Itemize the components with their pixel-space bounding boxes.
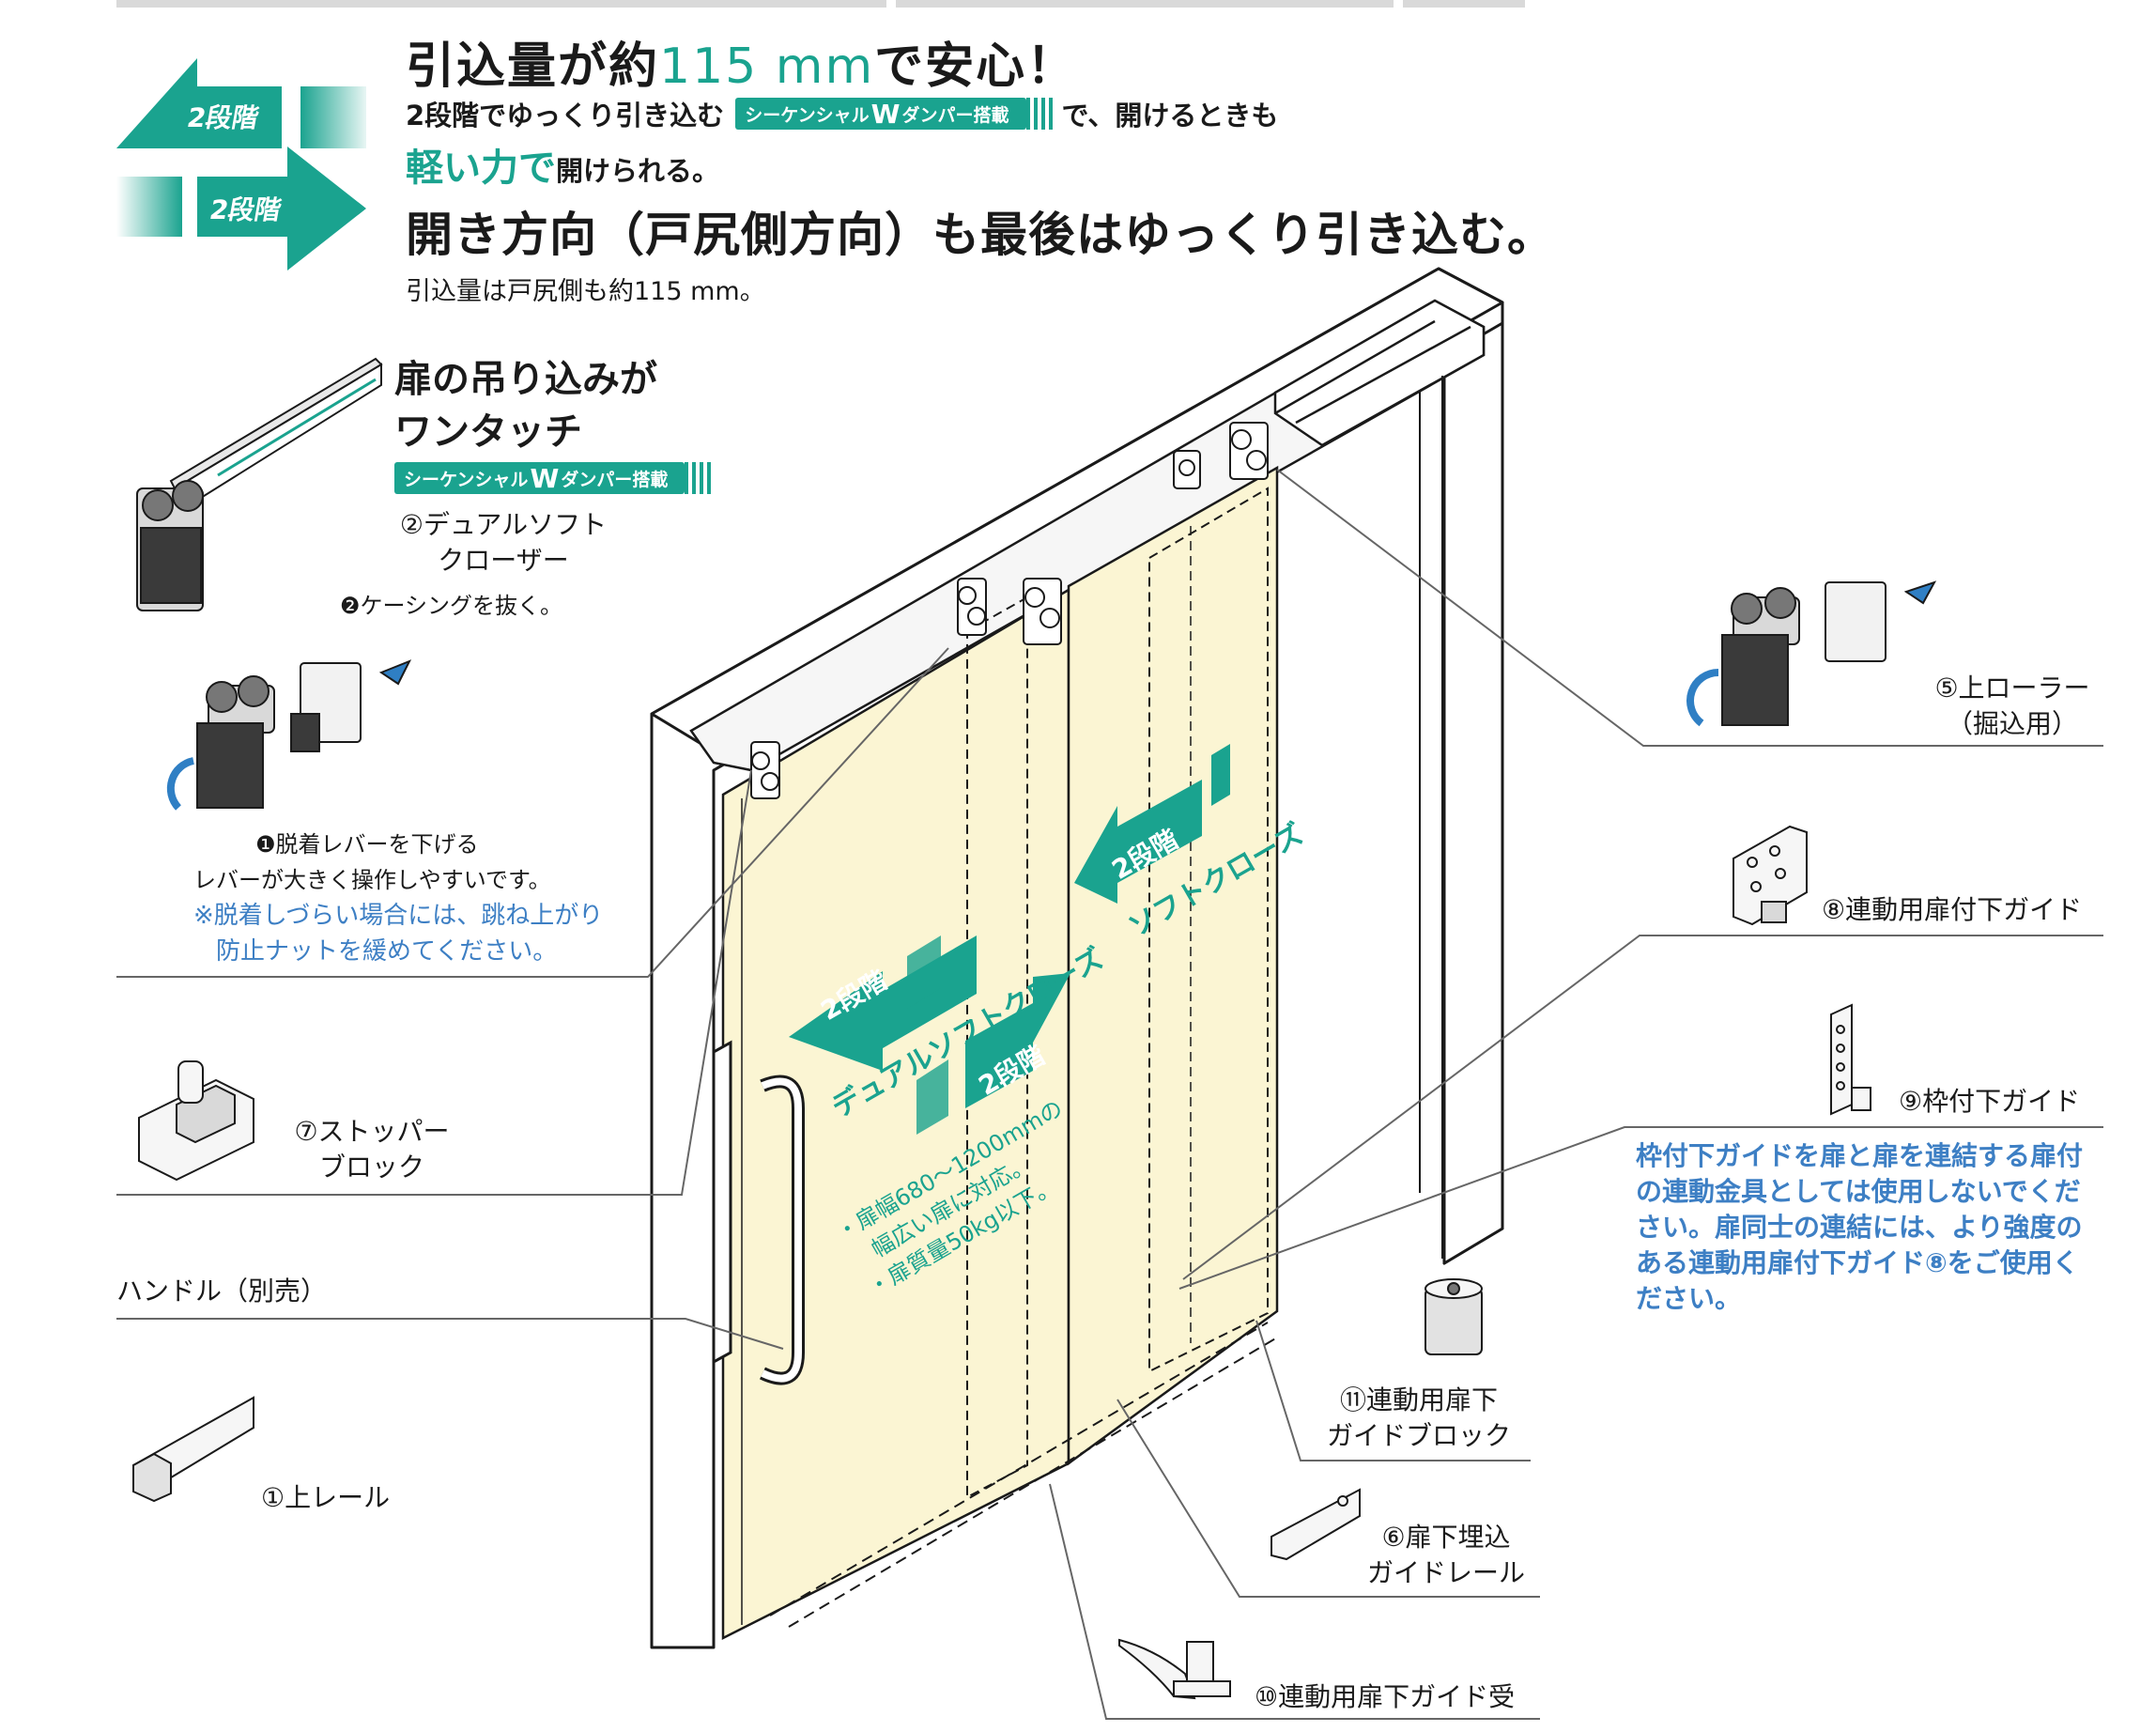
light-force-post: 開けられる。 — [556, 155, 720, 187]
one-touch-line1: 扉の吊り込みが — [394, 358, 657, 401]
one-touch-line2: ワンタッチ — [394, 410, 582, 454]
door-soft-close-arrow-icon — [1074, 744, 1230, 904]
part-1-label: ①上レール — [261, 1482, 391, 1513]
page-title: 引込量が約115 mmで安心！ — [406, 26, 1077, 97]
part-10-label: ⑩連動用扉下ガイド受 — [1255, 1681, 1516, 1712]
part-2-label: ②デュアルソフト クローザー — [391, 507, 616, 579]
two-stage-open-arrow-icon — [116, 147, 366, 271]
top-divider-bars — [116, 0, 1525, 8]
badge-post: ダンパー搭載 — [901, 104, 1009, 126]
part-8-label: ⑧連動用扉付下ガイド — [1822, 894, 2083, 925]
part-7-line1: ⑦ストッパー — [294, 1116, 450, 1147]
part-2-line2: クローザー — [438, 545, 569, 576]
top-roller-icons — [750, 422, 1269, 799]
guide-block-icon — [1424, 1278, 1483, 1355]
part-11-label: ⑪連動用扉下 ガイドブロック — [1301, 1383, 1536, 1454]
step-1-note-line1: ※脱着しづらい場合には、跳ね上がり — [193, 902, 604, 930]
badge-stripes — [1025, 98, 1053, 130]
frame-guide-icon — [1830, 1003, 1871, 1116]
stopper-block-icon — [138, 1060, 254, 1182]
top-roller-icon — [1686, 580, 1937, 727]
badge2-w: W — [530, 462, 560, 494]
part-5-line1: ⑤上ローラー — [1934, 673, 2090, 704]
leader-lines — [116, 469, 2103, 1720]
step-1-label: ❶脱着レバーを下げる — [255, 831, 479, 858]
part-6-line1: ⑥扉下埋込 — [1381, 1522, 1511, 1553]
badge-w: W — [870, 98, 901, 130]
step-1-note-line2: 防止ナットを緩めてください。 — [216, 937, 558, 966]
one-touch-heading: 扉の吊り込みが ワンタッチ — [394, 353, 657, 458]
step-2-label: ❷ケーシングを抜く。 — [340, 593, 563, 619]
door-guide-plate-icon — [1732, 825, 1808, 926]
handle-icon — [712, 1040, 805, 1385]
right-door — [1067, 465, 1279, 1466]
arrow-label-top: 2段階 — [184, 102, 262, 133]
top-rail-housing — [689, 299, 1486, 772]
part-6-label: ⑥扉下埋込 ガイドレール — [1352, 1520, 1540, 1591]
open-direction-subline: 引込量は戸尻側も約115 mm。 — [406, 277, 765, 306]
step-1-description: レバーが大きく操作しやすいです。 — [193, 867, 551, 893]
part-5-line2: （掘込用） — [1946, 708, 2078, 739]
door-two-stage-right-arrow-icon — [916, 973, 1070, 1135]
badge-pre: シーケンシャル — [745, 104, 870, 126]
arrow-label-bottom: 2段階 — [207, 194, 285, 225]
badge2-stripes — [685, 462, 712, 494]
part-7-label: ⑦ストッパー ブロック — [278, 1114, 466, 1185]
top-rail-icon — [132, 1396, 254, 1503]
title-pre: 引込量が約 — [406, 39, 660, 95]
guide-receiver-icon — [1118, 1638, 1231, 1700]
feature-line-post: で、開けるときも — [1061, 100, 1279, 131]
part-7-line2: ブロック — [318, 1152, 424, 1183]
light-force-strong: 軽い力で — [406, 147, 556, 190]
part-9-warning-note: 枠付下ガイドを扉と扉を連結する扉付の連動金具としては使用しないでください。扉同士… — [1636, 1140, 2084, 1314]
handle-label: ハンドル（別売） — [116, 1276, 328, 1307]
open-direction-heading: 開き方向（戸尻側方向）も最後はゆっくり引き込む。 — [406, 208, 1555, 262]
feature-line-pre: 2段階でゆっくり引き込む — [406, 100, 725, 131]
title-number: 115 mm — [659, 39, 875, 95]
bottom-rail-icon — [1270, 1488, 1361, 1561]
roller-release-icon — [166, 659, 412, 811]
dual-soft-closer-icon — [136, 357, 383, 611]
part-2-line1: ②デュアルソフト — [399, 509, 608, 540]
title-post: で安心！ — [874, 39, 1078, 95]
two-stage-close-arrow-icon — [116, 58, 366, 148]
part-6-line2: ガイドレール — [1366, 1557, 1525, 1588]
part-11-line1: ⑪連動用扉下 — [1339, 1384, 1498, 1415]
badge2-post: ダンパー搭載 — [561, 469, 669, 490]
part-11-line2: ガイドブロック — [1326, 1420, 1511, 1451]
part-5-label: ⑤上ローラー （掘込用） — [1923, 671, 2102, 742]
badge2-pre: シーケンシャル — [404, 469, 529, 490]
door-two-stage-left-arrow-icon — [789, 936, 977, 1071]
light-force-line: 軽い力で開けられる。 — [406, 137, 719, 192]
part-9-label: ⑨枠付下ガイド — [1899, 1086, 2081, 1117]
